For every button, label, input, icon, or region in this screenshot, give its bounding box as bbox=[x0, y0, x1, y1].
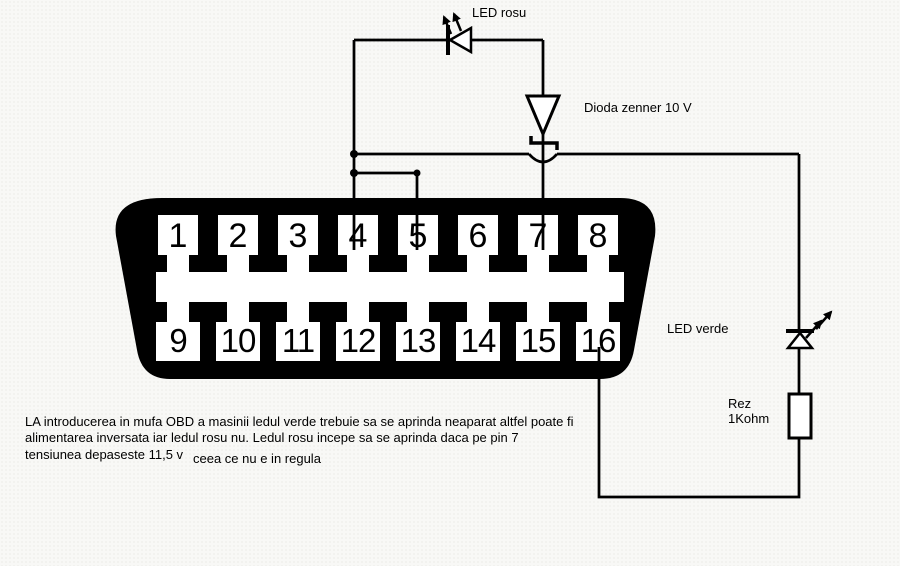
pin-neck bbox=[587, 253, 609, 274]
pin-neck bbox=[287, 300, 309, 324]
note-line-2: alimentarea inversata iar ledul rosu nu.… bbox=[25, 430, 519, 445]
pin-slot bbox=[336, 322, 380, 361]
pin-neck bbox=[467, 253, 489, 274]
pin-slot bbox=[156, 322, 200, 361]
obd-pin-10: 10 bbox=[220, 322, 257, 359]
pin-neck bbox=[587, 300, 609, 324]
resistor-label-line1: Rez bbox=[728, 396, 752, 411]
obd-pin-2: 2 bbox=[228, 217, 248, 255]
note-line-3b: ceea ce nu e in regula bbox=[193, 451, 321, 466]
pin-slot bbox=[518, 215, 558, 255]
resistor-label-line2: 1Kohm bbox=[728, 411, 770, 426]
pin-slot bbox=[216, 322, 260, 361]
pin-neck bbox=[467, 300, 489, 324]
pin-slot bbox=[276, 322, 320, 361]
obd-pin-8: 8 bbox=[588, 217, 608, 255]
pin-neck bbox=[527, 300, 549, 324]
pin-slot bbox=[338, 215, 378, 255]
obd-pin-3: 3 bbox=[288, 217, 308, 255]
pin-slot bbox=[396, 322, 440, 361]
pin-neck bbox=[287, 253, 309, 274]
obd-pin-15: 15 bbox=[520, 322, 557, 359]
pin-neck bbox=[167, 253, 189, 274]
pin-slot bbox=[578, 215, 618, 255]
obd-pin-4: 4 bbox=[348, 217, 368, 255]
obd-pin-9: 9 bbox=[169, 322, 187, 359]
pin-neck bbox=[227, 253, 249, 274]
pin-slot bbox=[458, 215, 498, 255]
pin-slots-bottom bbox=[156, 322, 620, 361]
pin-slot bbox=[516, 322, 560, 361]
resistor-label: Rez 1Kohm bbox=[728, 396, 769, 426]
pin-slot bbox=[158, 215, 198, 255]
pin-neck bbox=[347, 300, 369, 324]
obd-pin-16: 16 bbox=[580, 322, 617, 359]
pin-neck bbox=[407, 253, 429, 274]
note-line-3a: tensiunea depaseste 11,5 v bbox=[25, 447, 184, 462]
pin-neck bbox=[407, 300, 429, 324]
pin-slot bbox=[218, 215, 258, 255]
pin-neck bbox=[227, 300, 249, 324]
led-rosu-label: LED rosu bbox=[472, 5, 527, 20]
pin-slot bbox=[456, 322, 500, 361]
pin-neck bbox=[347, 253, 369, 274]
zener-label: Dioda zenner 10 V bbox=[584, 100, 692, 115]
note-line-1: LA introducerea in mufa OBD a masinii le… bbox=[25, 414, 574, 429]
obd-pin-14: 14 bbox=[460, 322, 497, 359]
obd-pin-11: 11 bbox=[281, 322, 315, 359]
pin-slots-top bbox=[156, 215, 624, 324]
obd-pin-13: 13 bbox=[400, 322, 437, 359]
connector-central-channel bbox=[156, 272, 624, 302]
pin-neck bbox=[167, 300, 189, 324]
obd-pin-12: 12 bbox=[340, 322, 377, 359]
obd-pin-7: 7 bbox=[528, 217, 548, 255]
led-verde-label: LED verde bbox=[667, 321, 729, 336]
pin-neck bbox=[527, 253, 549, 274]
obd-pin-1: 1 bbox=[168, 217, 188, 255]
obd-pin-6: 6 bbox=[468, 217, 488, 255]
obd-pin-5: 5 bbox=[408, 217, 428, 255]
pin-slot bbox=[278, 215, 318, 255]
